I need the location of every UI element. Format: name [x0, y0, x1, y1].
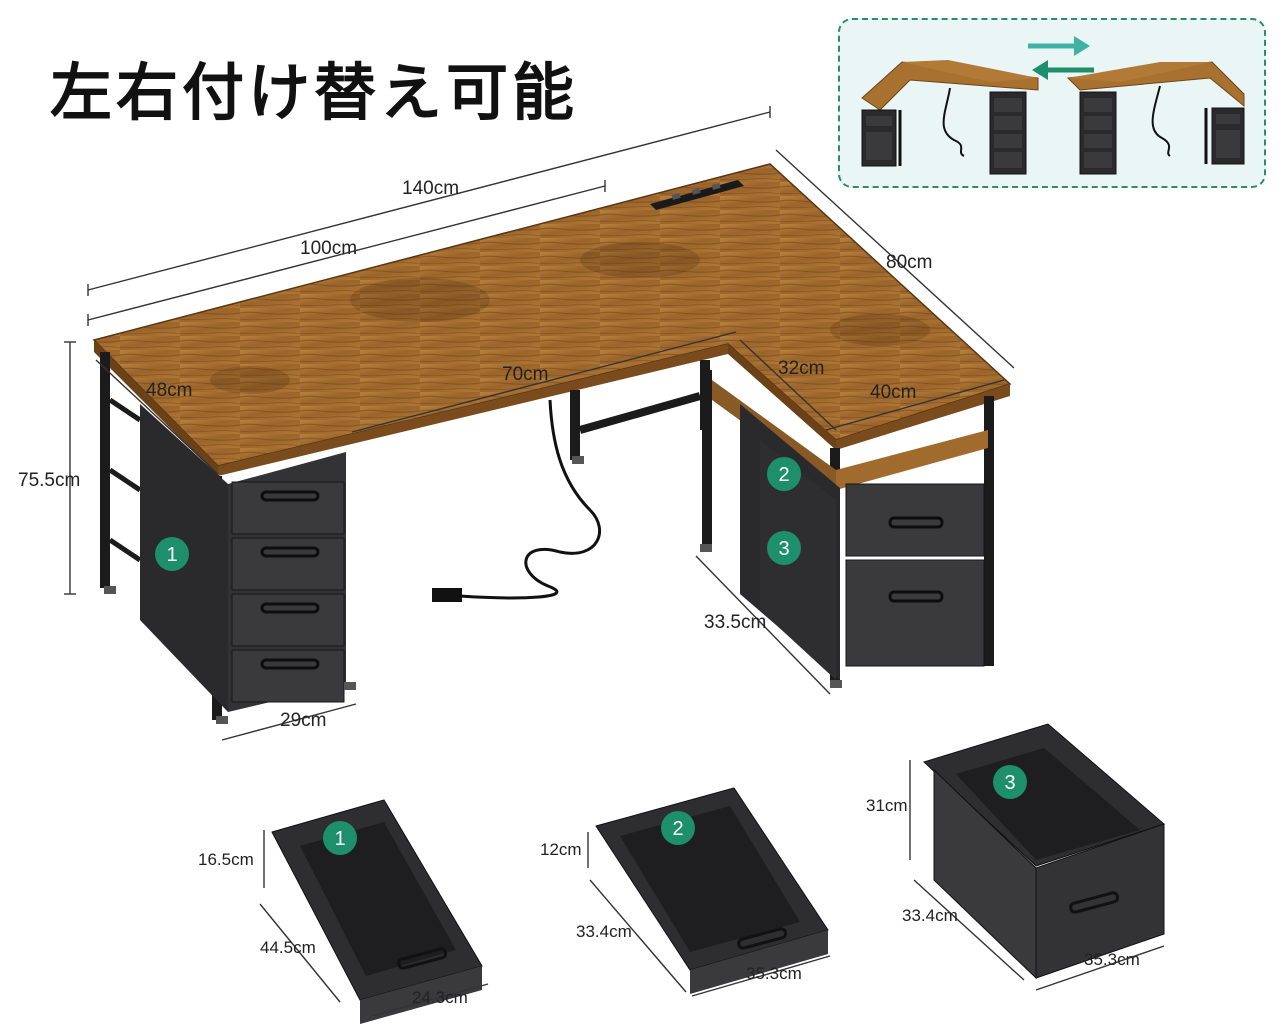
drawer-2-depth: 33.4cm: [576, 922, 632, 941]
swap-arrows-icon: [1028, 36, 1094, 80]
dim-side-depth: 80cm: [886, 252, 933, 273]
drawer-1-height: 16.5cm: [198, 850, 254, 869]
drawer-2-badge: [661, 811, 695, 845]
drawer-2-illustration: [587, 787, 831, 997]
inset-desk-right: [1066, 61, 1245, 175]
badge-2-label: 2: [778, 464, 789, 486]
dim-total-width: 140cm: [402, 178, 460, 199]
badge-1-label: 1: [166, 544, 177, 566]
dimension-lines: [64, 106, 1015, 741]
drawer-1-badge: [323, 821, 357, 855]
badge-1: [155, 537, 189, 571]
dim-inner-width: 70cm: [502, 364, 549, 385]
dim-cabinet-depth: 33.5cm: [704, 612, 767, 633]
drawer-1-width: 24.3cm: [412, 988, 468, 1007]
drawer-1-illustration: [259, 799, 489, 1024]
headline: 左右付け替え可能: [50, 56, 579, 129]
drawer-3-badge: [993, 765, 1027, 799]
drawer-1-badge-label: 1: [334, 828, 345, 850]
dim-inner-depth: 32cm: [778, 358, 825, 379]
drawer-3-depth: 33.4cm: [902, 906, 958, 925]
inset-desk-left: [861, 60, 1039, 175]
dim-side-width: 40cm: [870, 382, 917, 403]
reversible-illustration: [861, 36, 1245, 175]
drawer-1-depth: 44.5cm: [260, 938, 316, 957]
reversible-inset: [838, 18, 1266, 188]
dim-main-depth: 48cm: [146, 380, 193, 401]
plug-icon: [432, 588, 462, 602]
drawer-3-height: 31cm: [866, 796, 908, 815]
power-cable: [432, 399, 602, 602]
drawer-3-badge-label: 3: [1004, 772, 1015, 794]
drawer-2-height: 12cm: [540, 840, 582, 859]
drawer-2-width: 35.3cm: [746, 964, 802, 983]
badge-group: 1 2 3 1 2 3: [155, 457, 1027, 855]
dim-drawer-unit-width: 29cm: [280, 710, 327, 731]
drawer-2-badge-label: 2: [672, 818, 683, 840]
dim-height: 75.5cm: [18, 470, 81, 491]
badge-3: [767, 531, 801, 565]
badge-3-label: 3: [778, 538, 789, 560]
badge-2: [767, 457, 801, 491]
drawer-3-width: 35.3cm: [1084, 950, 1140, 969]
power-strip-icon: [650, 180, 744, 210]
dim-main-width: 100cm: [300, 238, 358, 259]
desktop-surface: [92, 163, 1012, 476]
